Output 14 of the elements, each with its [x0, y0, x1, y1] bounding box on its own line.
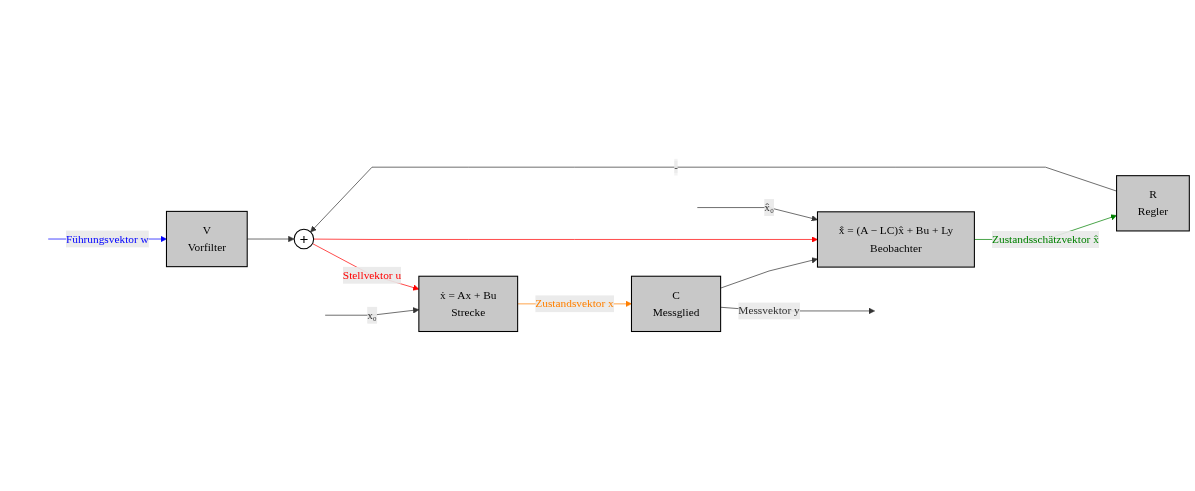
edge-label: Zustandsvektor x [535, 297, 614, 310]
edge-label: Führungsvektor w [65, 233, 149, 246]
node-box: x̂̇ = (A − LC)x̂ + Bu + Ly Beobachter [816, 211, 975, 269]
edge-label: x̂₀ [764, 201, 774, 214]
node-box: R Regler [1116, 175, 1190, 232]
edge-label: - [674, 161, 678, 174]
node-circle: + [293, 229, 315, 250]
edge-label: Messvektor y [738, 304, 800, 318]
edge-label: x₀ [367, 309, 377, 322]
edge-label: Zustandsschätzvektor x̂ [992, 233, 1099, 246]
edge-label: Stellvektor u [342, 269, 402, 282]
node-box: V Vorfilter [165, 211, 248, 268]
node-box: ẋ = Ax + Bu Strecke [418, 276, 519, 333]
node-box: C Messglied [630, 276, 722, 333]
